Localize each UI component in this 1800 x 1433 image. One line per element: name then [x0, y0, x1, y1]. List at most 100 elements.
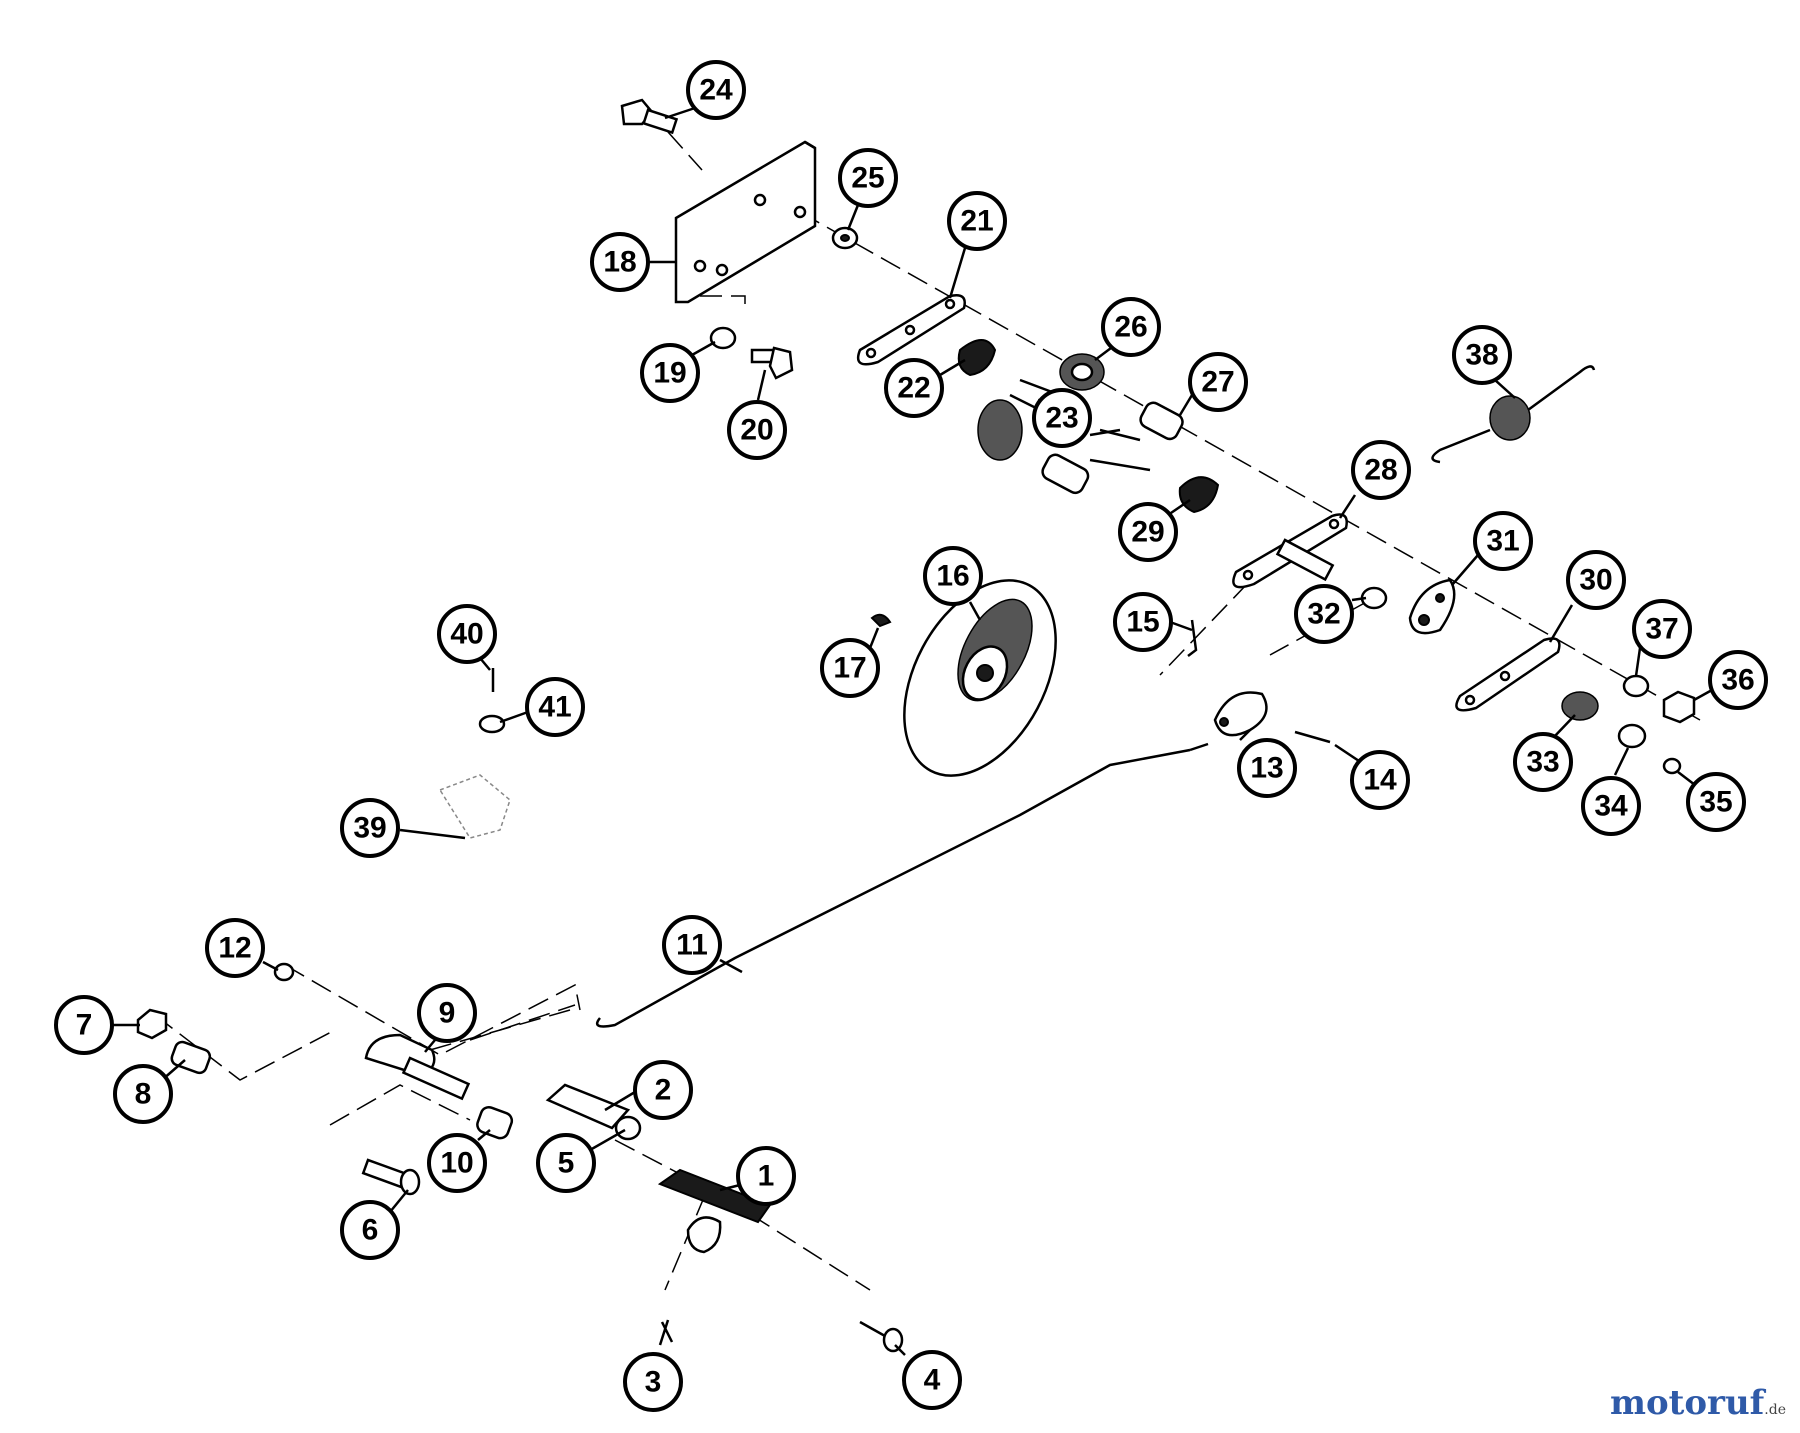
callout-1: 1 [719, 1146, 796, 1206]
bushing-27 [1139, 401, 1184, 441]
bushing-10 [476, 1106, 514, 1140]
callout-35: 35 [1677, 771, 1746, 832]
plate-18 [674, 140, 817, 304]
spring-33 [1561, 691, 1599, 721]
spring-26 [1059, 353, 1105, 391]
bolt-24 [620, 98, 679, 135]
bushing-23b [1041, 453, 1090, 495]
callout-label-31: 31 [1486, 525, 1519, 558]
rod-11 [595, 742, 1209, 1028]
callout-label-9: 9 [439, 997, 456, 1030]
lever-plate-28 [1232, 513, 1348, 589]
callout-11: 11 [662, 915, 743, 975]
callout-26: 26 [1094, 297, 1161, 361]
callout-label-5: 5 [558, 1147, 575, 1180]
callout-18: 18 [590, 232, 676, 292]
callout-label-28: 28 [1364, 454, 1397, 487]
bushing-8 [170, 1040, 212, 1075]
callout-label-12: 12 [218, 932, 251, 965]
callout-label-17: 17 [833, 652, 866, 685]
callout-label-13: 13 [1250, 752, 1283, 785]
nut-36 [1662, 690, 1696, 724]
callout-label-15: 15 [1126, 606, 1159, 639]
callout-29: 29 [1118, 498, 1191, 562]
callout-label-8: 8 [135, 1078, 152, 1111]
callout-38: 38 [1452, 325, 1516, 399]
callout-41: 41 [499, 677, 585, 737]
callout-label-25: 25 [851, 162, 884, 195]
callout-40: 40 [437, 604, 497, 671]
callout-label-37: 37 [1645, 613, 1678, 646]
callouts: 1 2 3 4 5 6 7 8 9 10 11 12 13 14 15 16 1… [54, 60, 1768, 1412]
callout-23: 23 [1032, 388, 1121, 448]
callout-label-16: 16 [936, 560, 969, 593]
callout-label-18: 18 [603, 246, 636, 279]
callout-24: 24 [664, 60, 746, 120]
lever-9 [364, 1033, 471, 1101]
pin-3 [660, 1321, 674, 1343]
callout-15: 15 [1113, 592, 1193, 652]
callout-label-3: 3 [645, 1366, 662, 1399]
callout-label-40: 40 [450, 618, 483, 651]
callout-32: 32 [1294, 584, 1367, 644]
lever-plate-30 [1455, 637, 1561, 712]
callout-label-24: 24 [699, 74, 733, 107]
nut-41 [478, 714, 506, 734]
callout-19: 19 [640, 340, 716, 403]
key-17 [870, 613, 892, 628]
callout-label-39: 39 [353, 812, 386, 845]
callout-37: 37 [1632, 599, 1692, 677]
callout-label-23: 23 [1045, 402, 1078, 435]
callout-label-7: 7 [76, 1009, 93, 1042]
callout-2: 2 [604, 1060, 693, 1120]
washer-25 [831, 226, 859, 250]
callout-7: 7 [54, 995, 140, 1055]
callout-22: 22 [884, 358, 966, 418]
callout-13: 13 [1237, 729, 1297, 798]
callout-label-10: 10 [440, 1147, 473, 1180]
callout-label-34: 34 [1594, 790, 1628, 823]
disc-16 [903, 579, 1057, 777]
callout-label-30: 30 [1579, 564, 1612, 597]
callout-label-32: 32 [1307, 598, 1340, 631]
callout-label-29: 29 [1131, 516, 1164, 549]
callout-label-27: 27 [1201, 366, 1234, 399]
callout-8: 8 [113, 1059, 186, 1124]
pin-14 [1294, 730, 1331, 744]
callout-label-20: 20 [740, 414, 773, 447]
bolt-4 [859, 1320, 904, 1353]
nut-7 [136, 1008, 168, 1040]
callout-31: 31 [1451, 511, 1533, 586]
callout-16: 16 [923, 546, 983, 621]
callout-label-22: 22 [897, 372, 930, 405]
callout-label-2: 2 [655, 1074, 672, 1107]
parts [136, 98, 1696, 1353]
callout-6: 6 [340, 1189, 409, 1260]
watermark-text: motoruf [1610, 1383, 1765, 1423]
callout-label-36: 36 [1721, 664, 1754, 697]
callout-28: 28 [1338, 440, 1411, 519]
part-39 [438, 774, 511, 839]
washer-37 [1622, 674, 1650, 698]
washer-34 [1617, 723, 1647, 749]
callout-20: 20 [727, 369, 787, 460]
callout-14: 14 [1334, 743, 1410, 810]
callout-25: 25 [838, 148, 898, 231]
callout-17: 17 [820, 627, 880, 698]
nut-12 [273, 962, 295, 982]
callout-4: 4 [894, 1344, 962, 1410]
callout-3: 3 [623, 1319, 683, 1412]
bracket-2 [545, 1083, 631, 1130]
callout-label-33: 33 [1526, 746, 1559, 779]
clip-35 [1662, 757, 1682, 775]
cam-29 [1178, 476, 1220, 514]
callout-label-11: 11 [676, 929, 708, 962]
watermark-logo: motoruf.de [1610, 1383, 1786, 1423]
bolt-20 [750, 346, 794, 380]
bolt-6 [361, 1158, 421, 1196]
cam-22 [957, 339, 997, 377]
callout-label-41: 41 [538, 691, 571, 724]
callout-21: 21 [947, 191, 1007, 299]
callout-10: 10 [427, 1129, 491, 1193]
